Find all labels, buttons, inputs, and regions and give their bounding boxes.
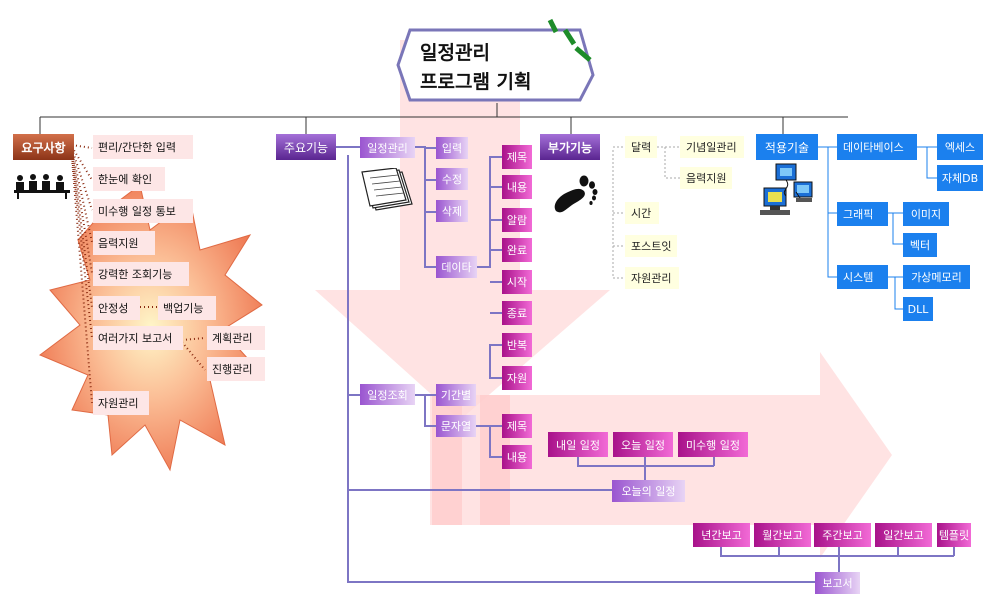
calendar-item: 기념일관리 xyxy=(680,136,744,158)
field-node: 자원 xyxy=(502,366,532,390)
footprint-icon xyxy=(554,175,598,213)
report-item: 주간보고 xyxy=(814,523,871,547)
calendar-node: 달력 xyxy=(625,136,657,158)
requirement-item: 미수행 일정 통보 xyxy=(93,199,193,223)
requirement-item: 음력지원 xyxy=(93,231,155,255)
main-functions-header: 주요기능 xyxy=(276,134,336,160)
graphic-item: 벡터 xyxy=(903,233,937,257)
field-node: 종료 xyxy=(502,301,532,325)
schedule-mgmt-node: 일정관리 xyxy=(360,137,415,158)
extra-item: 자원관리 xyxy=(625,267,679,289)
system-node: 시스템 xyxy=(837,265,888,289)
today-item: 오늘 일정 xyxy=(613,432,673,457)
meeting-people-icon xyxy=(14,174,70,199)
schedule-query-node: 일정조회 xyxy=(360,384,415,405)
delete-node: 삭제 xyxy=(436,200,468,222)
down-arrow-shape xyxy=(315,40,610,420)
report-item: 템플릿 xyxy=(937,523,971,547)
requirement-item: 한눈에 확인 xyxy=(93,167,165,191)
db-item: 엑세스 xyxy=(937,134,983,160)
graphic-node: 그래픽 xyxy=(837,202,888,226)
graphic-item: 이미지 xyxy=(903,202,949,226)
requirement-item: 편리/간단한 입력 xyxy=(93,135,193,159)
report-item: 년간보고 xyxy=(693,523,750,547)
spark-mark xyxy=(547,18,592,62)
today-schedule-node: 오늘의 일정 xyxy=(612,480,685,502)
notepad-icon xyxy=(361,168,413,211)
report-node: 보고서 xyxy=(815,572,860,594)
data-node: 데이타 xyxy=(436,256,477,278)
string-field-node: 제목 xyxy=(502,414,532,438)
backup-item: 백업기능 xyxy=(158,296,216,320)
system-item: DLL xyxy=(903,297,933,321)
field-node: 내용 xyxy=(502,175,532,199)
computers-icon xyxy=(760,163,813,215)
today-item: 미수행 일정 xyxy=(678,432,748,457)
title-line-1: 일정관리 xyxy=(420,41,490,64)
requirement-item: 안정성 xyxy=(93,296,140,320)
requirement-item: 강력한 조회기능 xyxy=(93,262,189,286)
extra-functions-header: 부가기능 xyxy=(540,134,600,160)
string-field-node: 내용 xyxy=(502,445,532,469)
requirement-item: 자원관리 xyxy=(93,391,149,415)
report-progress-item: 진행관리 xyxy=(207,357,265,381)
field-node: 시작 xyxy=(502,270,532,294)
period-node: 기간별 xyxy=(436,384,476,406)
title-line-2: 프로그램 기획 xyxy=(420,70,532,93)
requirements-header: 요구사항 xyxy=(13,134,74,160)
field-node: 반복 xyxy=(502,333,532,357)
report-item: 월간보고 xyxy=(754,523,811,547)
title-hexagon xyxy=(396,28,595,102)
report-item: 일간보고 xyxy=(875,523,932,547)
database-node: 데이타베이스 xyxy=(837,134,917,160)
extra-item: 시간 xyxy=(625,202,659,224)
field-node: 제목 xyxy=(502,145,532,169)
field-node: 알람 xyxy=(502,208,532,232)
db-item: 자체DB xyxy=(937,165,983,191)
string-node: 문자열 xyxy=(436,415,476,437)
input-node: 입력 xyxy=(436,137,468,159)
system-item: 가상메모리 xyxy=(903,265,970,289)
today-item: 내일 일정 xyxy=(548,432,608,457)
field-node: 완료 xyxy=(502,238,532,262)
report-plan-item: 계획관리 xyxy=(207,326,265,350)
requirement-item: 여러가지 보고서 xyxy=(93,326,183,350)
tech-header: 적용기술 xyxy=(756,134,818,160)
edit-node: 수정 xyxy=(436,168,468,190)
calendar-item: 음력지원 xyxy=(680,167,732,189)
extra-item: 포스트잇 xyxy=(625,235,677,257)
